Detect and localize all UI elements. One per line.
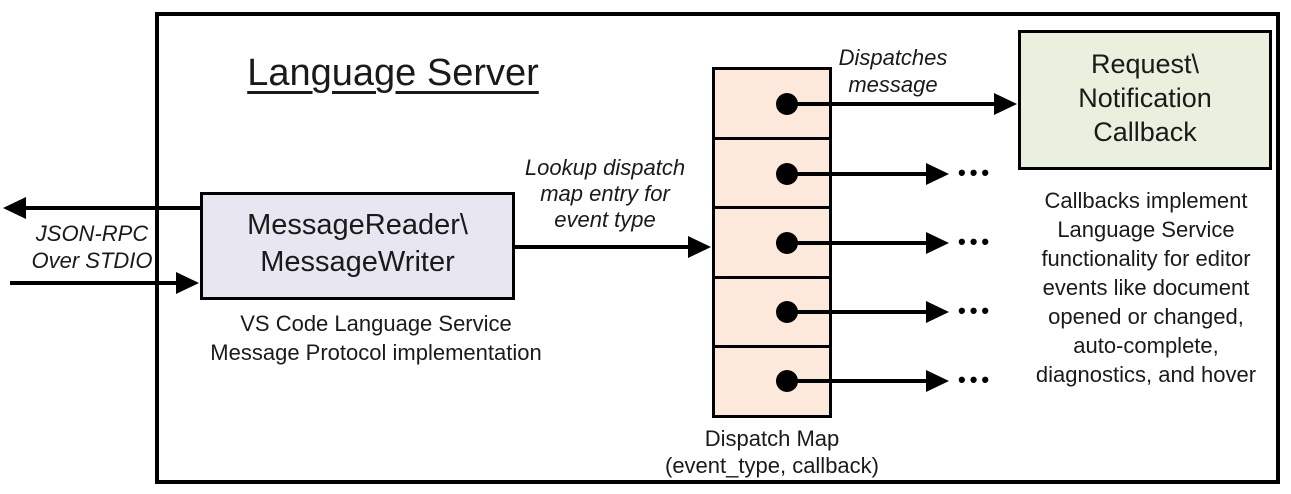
dispatch-caption-line2: (event_type, callback) [665,453,879,478]
stdio-out-arrowhead [3,197,26,219]
dispatches-message-label: Dispatches message [818,44,968,98]
stdio-label-line2: Over STDIO [31,248,153,273]
ellipsis: ••• [958,229,994,254]
ellipsis: ••• [958,160,994,185]
dispatch-map-cell [715,136,829,207]
lookup-label-line2: map entry for [540,181,670,206]
lookup-label: Lookup dispatch map entry for event type [515,155,695,233]
ellipsis: ••• [958,367,994,392]
dispatch-caption-line1: Dispatch Map [704,426,840,451]
callbacks-note-line2: Language Service [1057,217,1235,242]
callbacks-note-line1: Callbacks implement [1044,188,1248,213]
message-reader-writer-box: MessageReader\ MessageWriter [200,192,515,300]
callbacks-note-line5: opened or changed, [1048,304,1244,329]
diagram-title: Language Server [247,52,539,94]
ellipsis: ••• [958,298,994,323]
dispatch-map-cell [715,70,829,137]
dispatch-map-cell [715,345,829,415]
callbacks-note-line4: events like document [1042,275,1250,300]
message-caption-line1: VS Code Language Service [240,311,512,336]
request-notification-callback-box: Request\ Notification Callback [1018,30,1272,170]
callback-box-line1: Request\ [1090,49,1200,79]
callbacks-note-line6: auto-complete, [1073,333,1219,358]
dispatches-label-line1: Dispatches [838,45,948,70]
language-server-container-box [155,12,1280,484]
dispatch-map [712,67,832,418]
dispatches-label-line2: message [848,72,938,97]
stdio-label: JSON-RPC Over STDIO [22,220,162,274]
callback-box-line2: Notification [1078,83,1212,113]
dispatch-map-caption: Dispatch Map (event_type, callback) [642,425,902,479]
lookup-label-line1: Lookup dispatch [524,155,686,180]
callbacks-note: Callbacks implement Language Service fun… [1020,186,1272,389]
message-caption-line2: Message Protocol implementation [210,340,542,365]
dispatch-map-cell [715,275,829,346]
callback-box-line3: Callback [1093,117,1197,147]
callbacks-note-line7: diagnostics, and hover [1035,362,1257,387]
message-box-line1: MessageReader\ [247,209,468,241]
lookup-label-line3: event type [554,207,656,232]
callbacks-note-line3: functionality for editor [1041,246,1251,271]
message-box-line2: MessageWriter [260,246,455,278]
stdio-label-line1: JSON-RPC [35,221,149,246]
message-box-caption: VS Code Language Service Message Protoco… [195,309,557,367]
dispatch-map-cell [715,206,829,276]
